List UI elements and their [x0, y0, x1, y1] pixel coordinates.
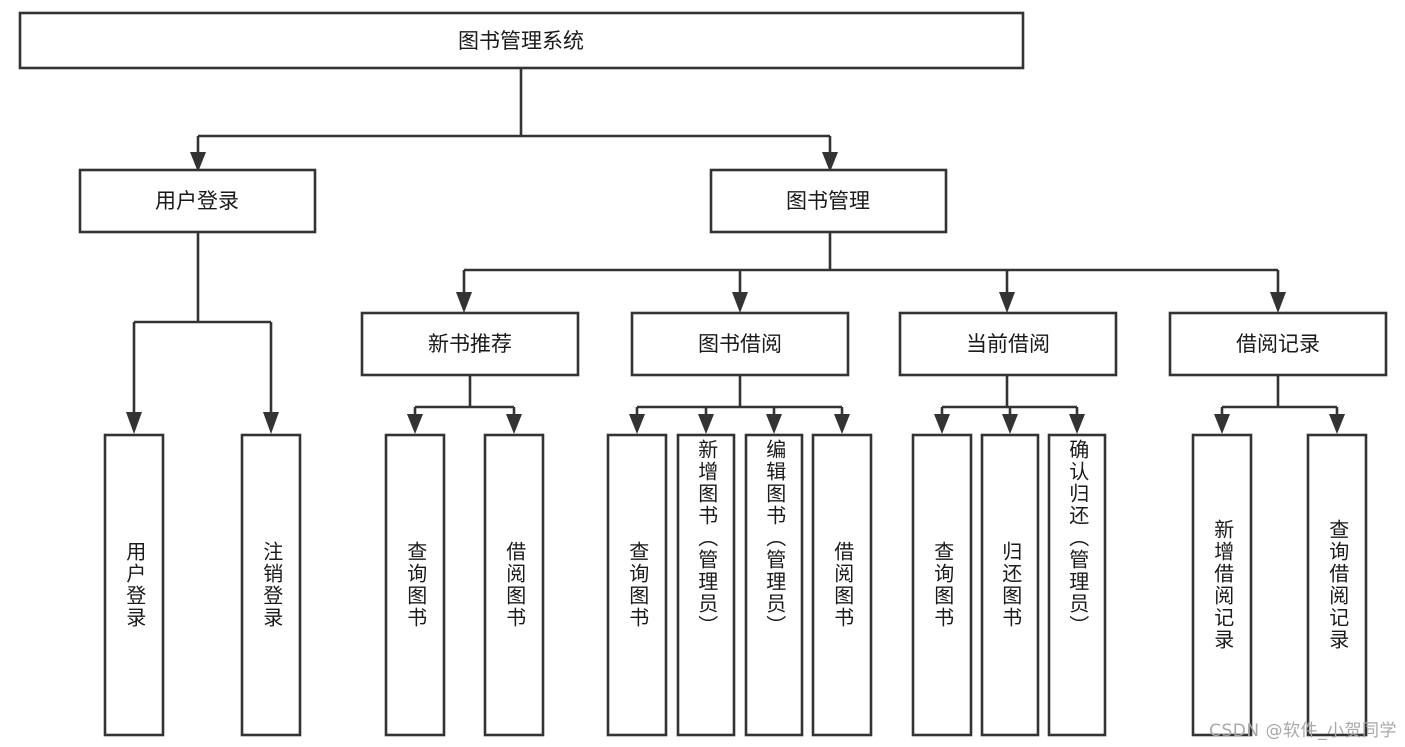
- node-book-management[interactable]: 图书管理: [709, 168, 948, 234]
- leaf-box-borrow-1[interactable]: [606, 433, 668, 737]
- node-current-borrow-label: 当前借阅: [966, 332, 1050, 356]
- arrow-icon: [822, 152, 838, 172]
- arrow-icon: [629, 414, 645, 434]
- leaf-box-borrow-2[interactable]: [676, 433, 736, 737]
- arrow-icon: [1270, 292, 1286, 313]
- arrow-icon: [456, 292, 472, 313]
- connector-group: [126, 68, 1345, 434]
- arrow-icon: [1069, 414, 1085, 434]
- node-user-login[interactable]: 用户登录: [78, 168, 317, 234]
- leaf-box-borrow-4[interactable]: [811, 433, 873, 737]
- node-root-label: 图书管理系统: [458, 29, 584, 53]
- node-book-borrow[interactable]: 图书借阅: [630, 311, 850, 377]
- node-book-borrow-label: 图书借阅: [698, 332, 782, 356]
- node-borrow-record-label: 借阅记录: [1236, 332, 1320, 356]
- arrow-icon: [263, 412, 279, 434]
- arrow-icon: [1002, 414, 1018, 434]
- node-borrow-record[interactable]: 借阅记录: [1168, 311, 1388, 377]
- leaf-box-user-login-2[interactable]: [240, 433, 302, 737]
- arrow-icon: [1214, 414, 1230, 434]
- watermark: CSDN @软件_小贺同学: [1209, 721, 1397, 741]
- arrow-icon: [698, 414, 714, 434]
- arrow-icon: [407, 414, 423, 434]
- arrow-icon: [732, 292, 748, 313]
- leaf-box-user-login-1[interactable]: [103, 433, 165, 737]
- leaf-box-current-3[interactable]: [1047, 433, 1107, 737]
- arrow-icon: [506, 414, 522, 434]
- node-root[interactable]: 图书管理系统: [18, 11, 1025, 70]
- leaf-box-newbook-2[interactable]: [483, 433, 545, 737]
- arrow-icon: [766, 414, 782, 434]
- leaf-box-current-2[interactable]: [980, 433, 1040, 737]
- leaf-box-borrow-3[interactable]: [744, 433, 804, 737]
- leaf-box-current-1[interactable]: [911, 433, 973, 737]
- node-user-login-label: 用户登录: [155, 189, 239, 213]
- leaf-box-record-2[interactable]: [1306, 433, 1368, 737]
- arrow-icon: [1329, 414, 1345, 434]
- arrow-icon: [934, 414, 950, 434]
- arrow-icon: [999, 292, 1015, 313]
- arrow-icon: [834, 414, 850, 434]
- node-new-book-recommend-label: 新书推荐: [428, 332, 512, 356]
- leaf-box-record-1[interactable]: [1191, 433, 1253, 737]
- node-book-management-label: 图书管理: [786, 189, 870, 213]
- node-current-borrow[interactable]: 当前借阅: [898, 311, 1118, 377]
- leaf-box-newbook-1[interactable]: [384, 433, 446, 737]
- node-new-book-recommend[interactable]: 新书推荐: [360, 311, 580, 377]
- arrow-icon: [126, 412, 142, 434]
- arrow-icon: [190, 152, 206, 172]
